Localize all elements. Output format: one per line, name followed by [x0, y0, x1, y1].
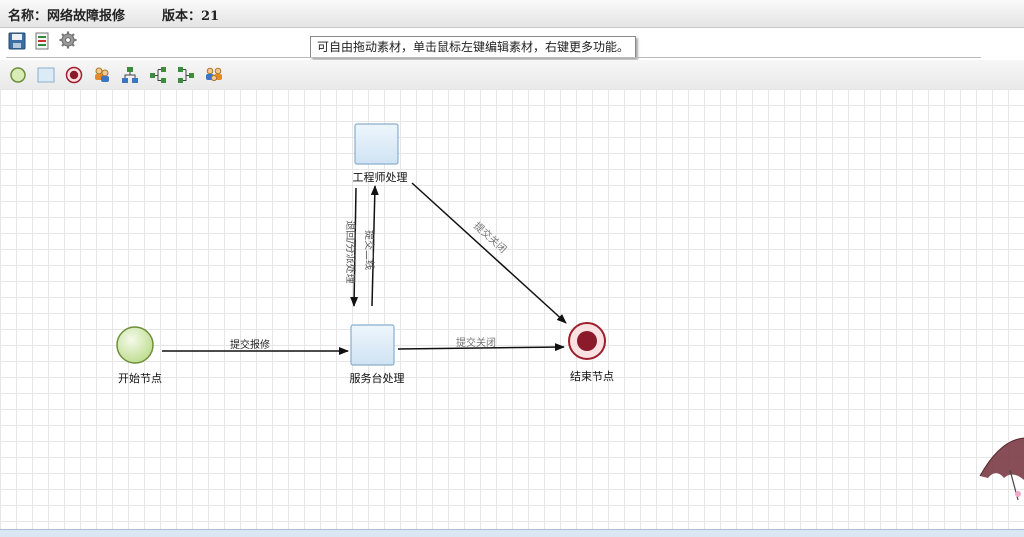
fork-icon[interactable] [149, 66, 167, 84]
status-bar [0, 529, 1024, 537]
engineer-task[interactable] [354, 123, 399, 165]
edge-service-to-end[interactable] [397, 343, 565, 352]
diagram-canvas[interactable]: 提交报修 提交关闭 提交关闭 退回/分派处理 提交二线 开始节点 服务台处理 工… [0, 89, 1024, 529]
users-icon[interactable] [93, 66, 111, 84]
edge-label-start-to-service: 提交报修 [230, 338, 270, 351]
start-node-label: 开始节点 [118, 371, 162, 385]
main-toolbar: 可自由拖动素材，单击鼠标左键编辑素材，右键更多功能。 [0, 28, 1024, 58]
start-circle-icon[interactable] [9, 66, 27, 84]
process-name: 名称：网络故障报修 [8, 9, 126, 24]
edge-engineer-to-end[interactable] [411, 182, 567, 324]
end-node-label: 结束节点 [570, 370, 614, 383]
title-bar: 名称：网络故障报修 版本：21 [0, 0, 1024, 28]
export-icon[interactable] [34, 32, 52, 50]
edge-label-service-to-engineer: 提交二线 [363, 230, 376, 270]
save-icon[interactable] [8, 32, 26, 50]
umbrella-decoration-icon [979, 437, 1024, 501]
edge-engineer-to-service[interactable] [350, 187, 359, 307]
engineer-task-label: 工程师处理 [353, 171, 408, 184]
element-palette [0, 60, 1024, 89]
gear-icon[interactable] [59, 31, 77, 49]
user-group-icon[interactable] [205, 66, 223, 84]
edge-label-engineer-to-service: 退回/分派处理 [344, 220, 356, 283]
service-desk-label: 服务台处理 [350, 371, 405, 385]
end-circle-icon[interactable] [65, 66, 83, 84]
network-icon[interactable] [121, 66, 139, 84]
edge-label-service-to-end: 提交关闭 [456, 336, 496, 349]
end-node-core [577, 331, 597, 351]
service-desk-task[interactable] [350, 324, 395, 366]
task-box-icon[interactable] [37, 66, 55, 84]
edge-label-engineer-to-end: 提交关闭 [471, 219, 509, 255]
help-tooltip: 可自由拖动素材，单击鼠标左键编辑素材，右键更多功能。 [310, 36, 637, 58]
join-icon[interactable] [177, 66, 195, 84]
start-node[interactable] [116, 326, 154, 364]
edge-service-to-engineer[interactable] [370, 185, 379, 307]
process-diagram: 提交报修 提交关闭 提交关闭 退回/分派处理 提交二线 开始节点 服务台处理 工… [116, 123, 1024, 501]
process-version: 版本：21 [162, 9, 220, 24]
toolbar-divider [6, 57, 981, 58]
